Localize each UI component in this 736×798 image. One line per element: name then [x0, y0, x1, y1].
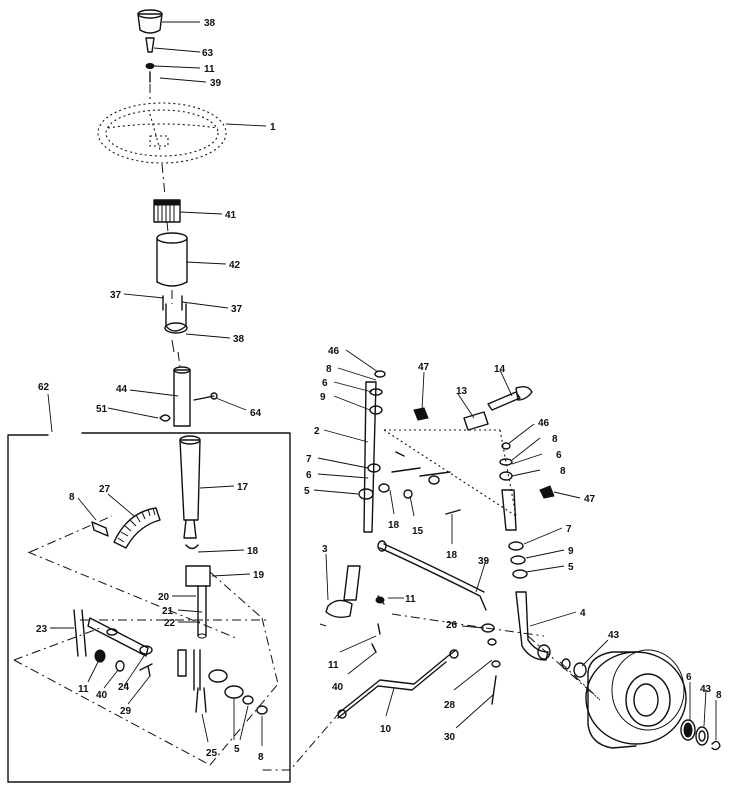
label-29: 29 — [120, 706, 132, 717]
label-5-box: 5 — [234, 744, 240, 755]
label-14: 14 — [494, 364, 506, 375]
label-43-lower: 43 — [700, 684, 712, 695]
label-11-mid: 11 — [405, 594, 416, 605]
sector-gear — [113, 507, 161, 549]
label-38-column: 38 — [233, 334, 245, 345]
front-wheel — [585, 649, 687, 749]
label-62: 62 — [38, 382, 50, 393]
steering-bushing — [156, 232, 188, 287]
steering-gear — [153, 199, 181, 223]
label-21: 21 — [162, 606, 174, 617]
label-7-left: 7 — [306, 454, 312, 465]
nut-washer-top — [145, 63, 155, 83]
label-30: 30 — [444, 732, 456, 743]
label-38-cap: 38 — [204, 18, 216, 29]
label-18-axle-right: 18 — [446, 550, 458, 561]
inset-box — [7, 432, 291, 783]
drag-link — [371, 540, 487, 653]
label-39-drag: 39 — [478, 556, 490, 567]
label-8-box: 8 — [69, 492, 75, 503]
label-1: 1 — [270, 122, 276, 133]
pitman-arm — [73, 609, 153, 657]
label-47-right: 47 — [584, 494, 596, 505]
label-40-mid: 40 — [332, 682, 344, 693]
label-6-right: 6 — [556, 450, 562, 461]
label-64: 64 — [250, 408, 262, 419]
label-17: 17 — [237, 482, 249, 493]
label-13: 13 — [456, 386, 468, 397]
label-15: 15 — [412, 526, 424, 537]
label-9-right: 9 — [568, 546, 574, 557]
label-41: 41 — [225, 210, 237, 221]
steering-cap — [137, 9, 163, 34]
steering-shaft-upper — [159, 351, 218, 427]
cap-screw — [145, 37, 155, 53]
label-22: 22 — [164, 618, 176, 629]
label-6-wheel: 6 — [686, 672, 692, 683]
label-8-left: 8 — [326, 364, 332, 375]
label-27: 27 — [99, 484, 111, 495]
label-23: 23 — [36, 624, 48, 635]
label-8-wheel: 8 — [716, 690, 722, 701]
label-2: 2 — [314, 426, 320, 437]
label-5-right: 5 — [568, 562, 574, 573]
label-42: 42 — [229, 260, 241, 271]
label-37-left: 37 — [110, 290, 122, 301]
label-5-left: 5 — [304, 486, 310, 497]
right-spindle — [499, 442, 551, 661]
label-24: 24 — [118, 682, 130, 693]
label-40-box: 40 — [96, 690, 108, 701]
label-44: 44 — [116, 384, 128, 395]
label-10: 10 — [380, 724, 392, 735]
label-37-right: 37 — [231, 304, 243, 315]
drag-link-joint — [94, 649, 153, 677]
axle-pivot-bolt — [463, 385, 533, 431]
steering-shaft — [179, 435, 211, 639]
sector-pin — [91, 521, 109, 537]
nut-47 — [413, 407, 555, 499]
steering-wheel — [97, 102, 227, 164]
label-63: 63 — [202, 48, 214, 59]
tie-rod-fittings — [481, 623, 501, 705]
label-25: 25 — [206, 748, 218, 759]
label-3: 3 — [322, 544, 328, 555]
label-4: 4 — [580, 608, 586, 619]
label-43-upper: 43 — [608, 630, 620, 641]
label-46-right: 46 — [538, 418, 550, 429]
label-6-left-lower: 6 — [306, 470, 312, 481]
axle-bar — [378, 429, 517, 517]
label-8-right-lower: 8 — [560, 466, 566, 477]
label-8-box-bottom: 8 — [258, 752, 264, 763]
label-46-left: 46 — [328, 346, 340, 357]
label-39-top: 39 — [210, 78, 222, 89]
part-labels: 38 63 11 39 1 41 42 37 37 38 62 44 51 64… — [36, 18, 722, 763]
label-9-left: 9 — [320, 392, 326, 403]
steering-column-lower — [162, 290, 188, 353]
leader-lines — [50, 21, 717, 746]
label-6-left: 6 — [322, 378, 328, 389]
tie-rod — [337, 649, 459, 719]
wheel-hardware — [561, 658, 721, 751]
label-47-left: 47 — [418, 362, 430, 373]
label-20: 20 — [158, 592, 170, 603]
label-28: 28 — [444, 700, 456, 711]
label-11-box: 11 — [78, 684, 89, 695]
label-8-right: 8 — [552, 434, 558, 445]
label-7-right: 7 — [566, 524, 572, 535]
label-51: 51 — [96, 404, 108, 415]
label-18-box: 18 — [247, 546, 259, 557]
lower-gear-assembly — [177, 649, 268, 715]
label-19: 19 — [253, 570, 265, 581]
label-11-lower: 11 — [328, 660, 339, 671]
label-18-axle-left: 18 — [388, 520, 400, 531]
label-11-top: 11 — [204, 64, 215, 75]
label-26: 26 — [446, 620, 458, 631]
